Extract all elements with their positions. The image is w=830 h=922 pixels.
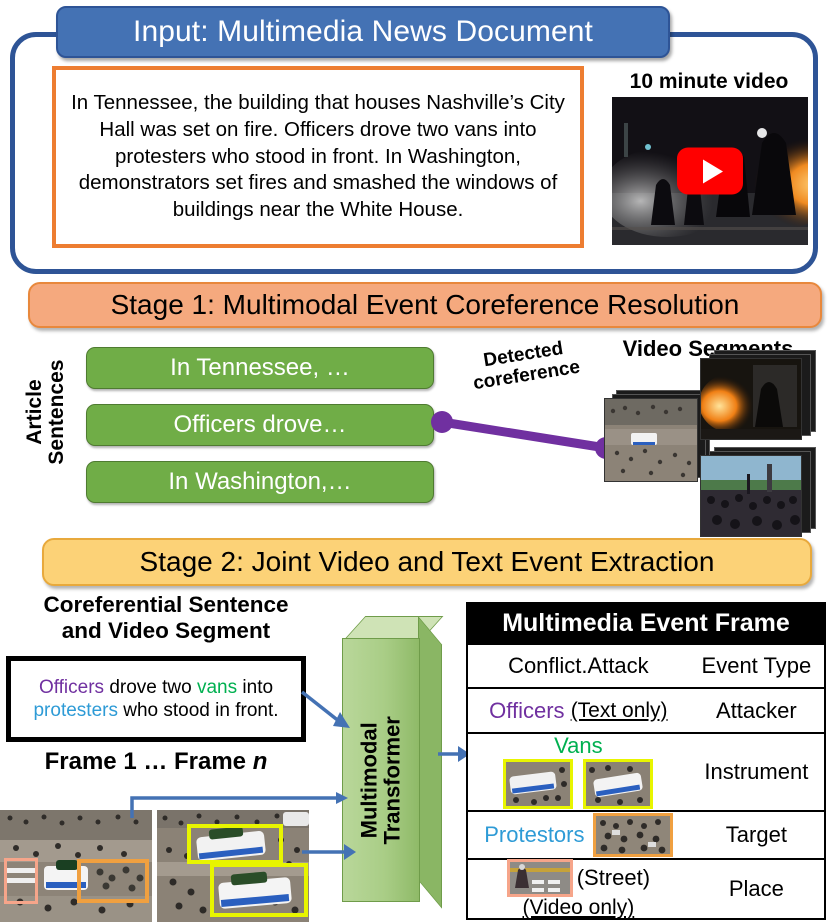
table-row: Conflict.Attack Event Type — [468, 645, 824, 690]
attacker-value-cell: Officers (Text only) — [468, 689, 689, 732]
bbox-instrument-van-1 — [187, 824, 283, 864]
detected-coreference-label: Detected coreference — [457, 334, 592, 396]
transformer-label: Multimodal Transformer — [356, 654, 405, 906]
article-text-box: In Tennessee, the building that houses N… — [52, 66, 584, 248]
place-value-cell: (Street) (Video only) — [468, 858, 689, 919]
place-role: Place — [728, 876, 784, 901]
frame-range-label: Frame 1 … Frame n — [6, 748, 306, 776]
video-segment-stack-fire[interactable] — [700, 350, 820, 444]
entity-protesters: protesters — [33, 700, 118, 721]
stage1-banner: Stage 1: Multimodal Event Coreference Re… — [28, 282, 822, 328]
target-thumb-crowd-art — [595, 816, 670, 854]
article-sentences-line1: Article — [22, 379, 46, 445]
target-entity-text: Protestors — [484, 822, 585, 847]
sentence-pill-label: In Washington,… — [168, 468, 352, 495]
bbox-place-street — [4, 858, 38, 904]
place-thumb-street[interactable] — [506, 858, 573, 897]
coref-sent-title-line2: and Video Segment — [61, 617, 271, 643]
transformer-label-line1: Multimodal — [356, 722, 382, 839]
stage1-banner-label: Stage 1: Multimodal Event Coreference Re… — [110, 289, 740, 320]
instrument-thumb-van-2[interactable] — [583, 759, 654, 809]
sentence-frag-3: who stood in front. — [117, 700, 279, 721]
segment-thumb-art — [605, 399, 697, 481]
video-segment-stack-crowd[interactable] — [700, 447, 820, 541]
sentence-pill-label: In Tennessee, … — [170, 354, 350, 381]
coreferential-sentence-box: Officers drove two vans into protesters … — [6, 656, 306, 742]
place-modality-note: (Video only) — [522, 895, 635, 919]
frame-label-n: n — [252, 748, 268, 775]
sentence-frag-2: into — [237, 676, 274, 698]
segment-thumb-art — [701, 456, 801, 536]
input-banner: Input: Multimedia News Document — [56, 6, 670, 58]
event-type-value: Conflict.Attack — [508, 653, 649, 679]
frame-1-art — [0, 810, 152, 922]
sentence-pill[interactable]: Officers drove… — [86, 404, 434, 446]
video-frame-1[interactable] — [0, 810, 152, 922]
event-type-role: Event Type — [701, 653, 812, 679]
sentence-pill[interactable]: In Tennessee, … — [86, 347, 434, 389]
segment-thumb-art — [701, 359, 801, 439]
arrow-frames-to-transformer — [130, 792, 348, 818]
instrument-role: Instrument — [704, 759, 809, 784]
stage2-banner: Stage 2: Joint Video and Text Event Extr… — [42, 538, 812, 586]
instrument-entity-text: Vans — [554, 733, 603, 758]
arrow-frame-n-to-transformer — [302, 844, 356, 860]
coreferential-sentence-title: Coreferential Sentence and Video Segment — [4, 592, 328, 643]
video-segment-stack-protest-street[interactable] — [604, 390, 710, 484]
instrument-thumb-van-2-art — [586, 762, 651, 806]
article-sentences-axis-label: Article Sentences — [22, 332, 68, 492]
transformer-label-line2: Transformer — [380, 716, 405, 845]
event-table-title: Multimedia Event Frame — [502, 608, 790, 637]
target-value-cell: Protestors — [468, 812, 689, 858]
table-row: Officers (Text only) Attacker — [468, 689, 824, 734]
multimedia-event-frame-table: Multimedia Event Frame Conflict.Attack E… — [466, 602, 826, 920]
play-triangle-icon — [702, 159, 723, 183]
coreference-link-connector — [431, 411, 617, 459]
coreferential-sentence-text: Officers drove two vans into protesters … — [11, 676, 301, 722]
instrument-value-cell: Vans — [468, 734, 689, 810]
coref-sent-title-line1: Coreferential Sentence — [43, 592, 289, 617]
sentence-pill[interactable]: In Washington,… — [86, 461, 434, 503]
sentence-frag-1: drove two — [104, 676, 197, 698]
article-text: In Tennessee, the building that houses N… — [71, 90, 565, 222]
target-role: Target — [725, 822, 787, 847]
place-top-line: (Street) — [506, 858, 651, 897]
sentence-pill-label: Officers drove… — [173, 411, 347, 438]
table-row: Vans — [468, 734, 824, 812]
attacker-entity-text: Officers — [489, 697, 565, 723]
frame-n-art — [157, 810, 309, 922]
video-frame-n[interactable] — [157, 810, 309, 922]
arrow-transformer-to-table — [438, 746, 470, 762]
stage2-banner-label: Stage 2: Joint Video and Text Event Extr… — [139, 546, 715, 577]
instrument-thumb-van-1-art — [506, 762, 571, 806]
attacker-modality-note: (Text only) — [570, 698, 668, 722]
event-table-header: Multimedia Event Frame — [468, 604, 824, 645]
frame-label-prefix: Frame 1 … Frame — [44, 748, 253, 775]
multimodal-transformer-block: Multimodal Transformer — [336, 612, 446, 909]
transformer-front-face: Multimodal Transformer — [342, 638, 420, 902]
video-duration-label: 10 minute video — [629, 70, 789, 93]
entity-officers: Officers — [38, 676, 105, 698]
target-thumb-crowd[interactable] — [592, 813, 673, 857]
arrow-sentence-to-transformer — [300, 690, 350, 728]
play-button-icon[interactable] — [677, 147, 743, 195]
bbox-instrument-van-2 — [210, 863, 308, 917]
entity-vans: vans — [196, 676, 238, 698]
bbox-target-protestors — [77, 859, 149, 903]
attacker-role: Attacker — [716, 697, 797, 723]
instrument-thumb-van-1[interactable] — [503, 759, 574, 809]
input-banner-label: Input: Multimedia News Document — [133, 15, 593, 48]
table-row: (Street) (Video only) Place — [468, 858, 824, 919]
place-entity-text: (Street) — [576, 864, 651, 890]
video-thumbnail[interactable] — [612, 97, 808, 245]
place-thumb-street-art — [509, 861, 570, 894]
article-sentences-line2: Sentences — [45, 359, 68, 465]
table-row: Protestors Target — [468, 812, 824, 860]
instrument-image-pair — [503, 759, 654, 809]
